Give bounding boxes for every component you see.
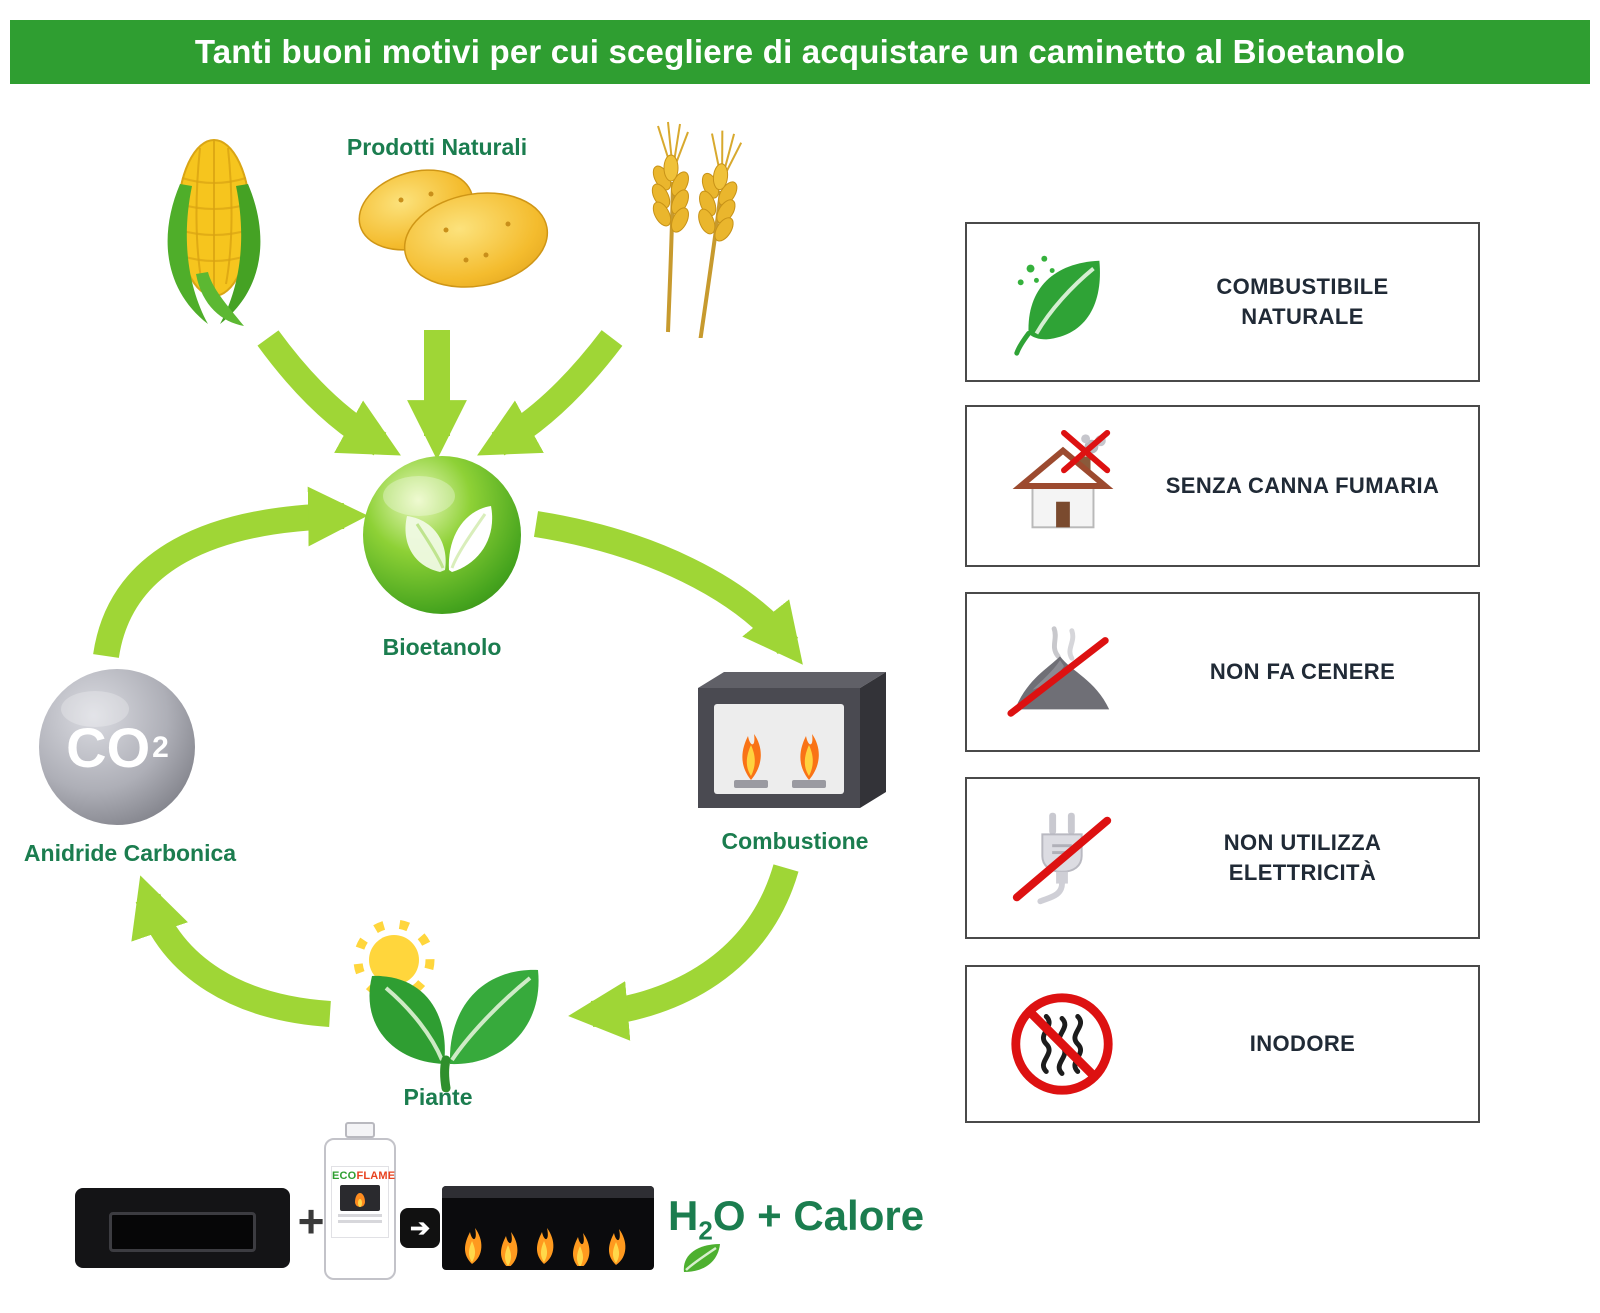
benefit-senza-canna-fumaria: SENZA CANNA FUMARIA <box>965 405 1480 567</box>
no-electricity-plug-icon <box>967 799 1157 917</box>
no-chimney-house-icon <box>967 427 1157 545</box>
small-leaf-icon <box>683 1244 720 1272</box>
h2o-calore-text: H2O + Calore <box>668 1192 925 1246</box>
bioethanol-sphere <box>363 456 521 614</box>
products-label: Prodotti Naturali <box>346 134 528 160</box>
bottle-cap <box>345 1122 375 1138</box>
combustion-fireplace-icon <box>698 672 886 808</box>
benefit-combustibile-naturale: COMBUSTIBILE NATURALE <box>965 222 1480 382</box>
page-title: Tanti buoni motivi per cui scegliere di … <box>194 33 1406 70</box>
empty-burner-icon <box>75 1188 290 1268</box>
wheat-icon <box>646 120 749 338</box>
no-odor-icon <box>967 985 1157 1103</box>
bottle-label-text-line <box>338 1220 382 1223</box>
ecoflame-bottle: ECOFLAME <box>324 1122 396 1282</box>
plant-icon <box>353 919 539 1092</box>
arrow-combustion-to-plants <box>568 864 799 1041</box>
bottle-label: ECOFLAME <box>331 1166 396 1238</box>
bottle-label-fireplace-image <box>340 1185 380 1211</box>
plants-label: Piante <box>403 1084 473 1110</box>
right-arrow-icon: ➔ <box>400 1208 440 1248</box>
cycle-arrows <box>93 330 803 1041</box>
arrow-bioethanol-to-combustion <box>533 511 803 665</box>
potatoes-icon <box>358 169 549 288</box>
natural-fuel-leaf-icon <box>967 243 1157 361</box>
benefit-label: INODORE <box>1249 1031 1356 1057</box>
arrow-co2-to-bioethanol <box>93 486 368 659</box>
no-ash-icon <box>967 613 1157 731</box>
benefit-inodore: INODORE <box>965 965 1480 1123</box>
co2-label: Anidride Carbonica <box>23 840 237 866</box>
bottle-label-text-line <box>338 1214 382 1217</box>
fireplace-frame-bar <box>442 1186 654 1198</box>
benefit-label: NON FA CENERE <box>1209 659 1396 685</box>
benefit-non-fa-cenere: NON FA CENERE <box>965 592 1480 752</box>
arrow-wheat-to-bioethanol <box>477 330 623 456</box>
bioethanol-label: Bioetanolo <box>382 634 502 660</box>
benefit-label: COMBUSTIBILE NATURALE <box>1216 274 1389 329</box>
burner-tray <box>109 1212 256 1252</box>
fireplace-flames <box>465 1228 626 1266</box>
corn-icon <box>167 139 261 326</box>
combustion-label: Combustione <box>721 828 869 854</box>
bottle-brand: ECOFLAME <box>332 1170 396 1182</box>
benefit-label: NON UTILIZZA ELETTRICITÀ <box>1223 830 1382 885</box>
header-banner: Tanti buoni motivi per cui scegliere di … <box>10 20 1590 84</box>
burning-fireplace-icon <box>442 1186 654 1270</box>
plus-sign: + <box>297 1195 325 1247</box>
benefit-non-utilizza-elettricita: NON UTILIZZA ELETTRICITÀ <box>965 777 1480 939</box>
co2-sphere <box>39 669 195 825</box>
arrow-plants-to-co2 <box>131 875 331 1027</box>
arrow-corn-to-bioethanol <box>257 330 401 456</box>
benefit-label: SENZA CANNA FUMARIA <box>1165 473 1440 499</box>
